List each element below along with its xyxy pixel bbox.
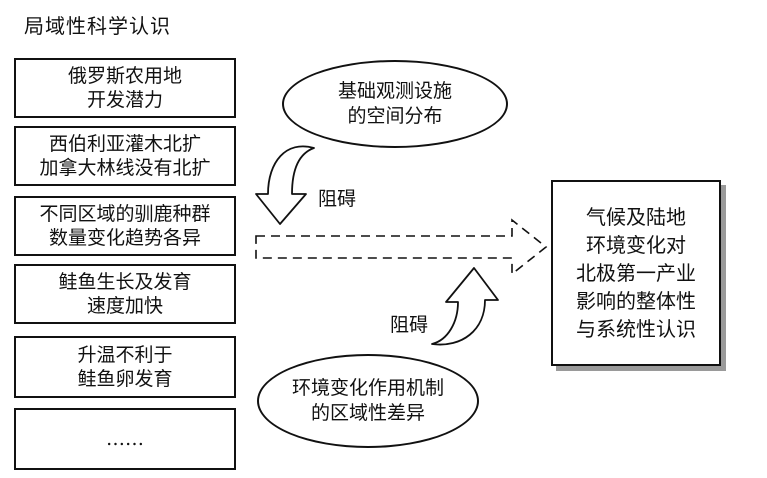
left-box-6-line-1: …… [106,428,144,450]
left-box-2-line-1: 西伯利亚灌木北扩 [48,133,201,155]
right-box: 气候及陆地 环境变化对 北极第一产业 影响的整体性 与系统性认识 [551,180,721,366]
left-box-3-line-1: 不同区域的驯鹿种群 [39,203,211,225]
left-box-1-line-1: 俄罗斯农用地 [67,65,182,87]
left-box-5-line-2: 鲑鱼卵发育 [77,368,173,390]
left-box-1: 俄罗斯农用地 开发潜力 [14,58,236,118]
top-obstacle-label: 阻碍 [318,188,357,210]
right-box-line-4: 影响的整体性 [576,289,696,313]
top-ellipse-line-2: 的空间分布 [347,105,443,127]
left-box-5: 升温不利于 鲑鱼卵发育 [14,336,236,398]
left-box-2-line-2: 加拿大林线没有北扩 [39,157,211,179]
left-box-4-line-1: 鲑鱼生长及发育 [58,271,192,293]
bottom-ellipse-line-1: 环境变化作用机制 [291,377,444,399]
left-box-2: 西伯利亚灌木北扩 加拿大林线没有北扩 [14,126,236,186]
bottom-ellipse-line-2: 的区域性差异 [310,402,425,424]
left-box-4-line-2: 速度加快 [86,295,163,317]
curved-arrow-up [431,267,499,346]
right-box-line-3: 北极第一产业 [576,261,696,285]
right-box-line-2: 环境变化对 [586,233,686,257]
top-ellipse-line-1: 基础观测设施 [337,80,452,102]
top-ellipse: 基础观测设施 的空间分布 [282,60,508,148]
left-box-1-line-2: 开发潜力 [86,89,163,111]
left-box-6: …… [14,408,236,470]
right-box-line-5: 与系统性认识 [576,317,696,341]
curved-arrow-down [255,145,315,225]
bottom-ellipse: 环境变化作用机制 的区域性差异 [257,354,479,448]
dashed-arrow [255,218,548,276]
left-box-3: 不同区域的驯鹿种群 数量变化趋势各异 [14,196,236,256]
left-column-title: 局域性科学认识 [24,14,171,38]
left-box-5-line-1: 升温不利于 [77,344,173,366]
left-box-4: 鲑鱼生长及发育 速度加快 [14,264,236,324]
left-box-3-line-2: 数量变化趋势各异 [48,227,201,249]
right-box-line-1: 气候及陆地 [586,205,686,229]
bottom-obstacle-label: 阻碍 [390,314,429,336]
